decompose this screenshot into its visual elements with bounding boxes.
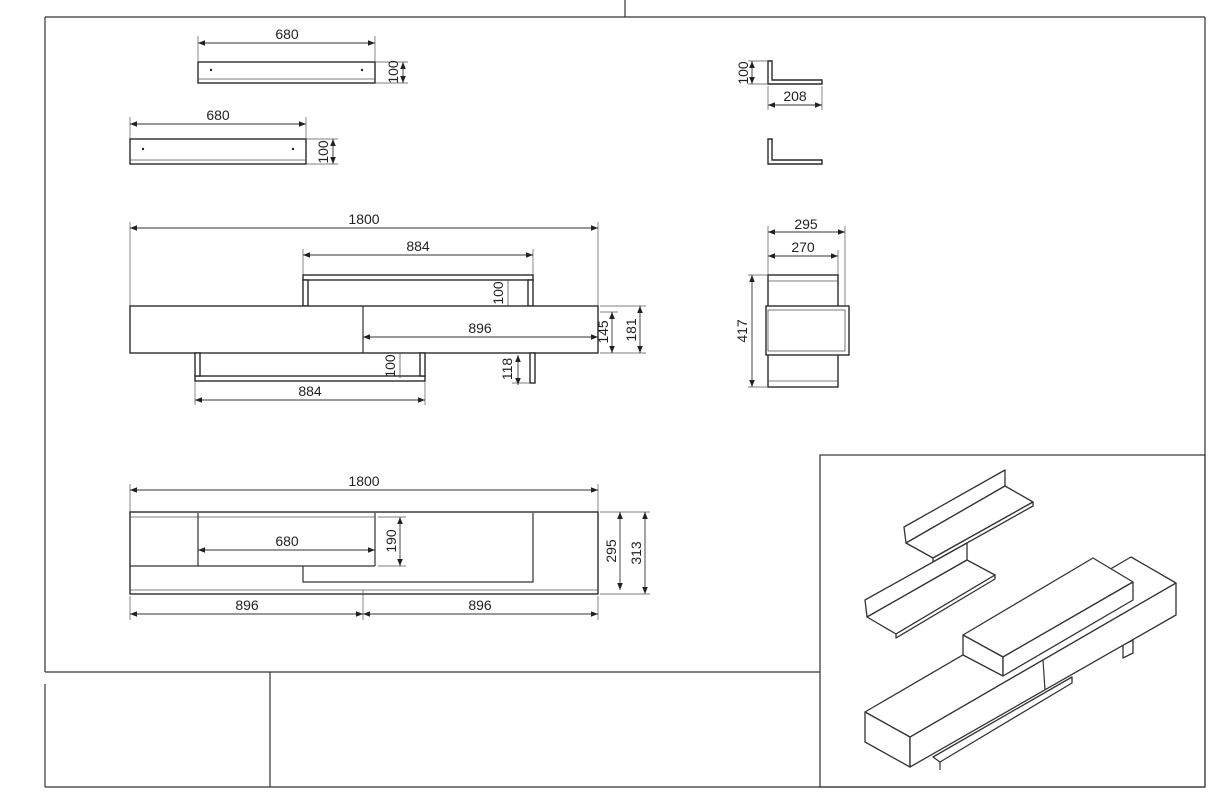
dim-top-overall-width: 1800	[348, 473, 379, 489]
shelf-side-view: 100 208	[735, 60, 823, 165]
dim-top-depth-outer: 313	[628, 541, 644, 565]
dim-leg-height: 118	[499, 358, 515, 381]
dim-side-total-height: 417	[734, 319, 750, 343]
iso-wall-shelf-lower	[864, 542, 996, 639]
dim-shelf-1-width: 680	[275, 26, 299, 42]
sheet-frame	[44, 0, 1206, 788]
iso-tv-unit	[864, 556, 1177, 770]
side-view: 295 270 417	[734, 216, 850, 388]
dim-shelf-side-height: 100	[735, 61, 751, 85]
dim-body-inner-height: 145	[595, 320, 611, 344]
dim-top-shelf-width: 680	[275, 533, 299, 549]
dim-side-depth-outer: 295	[794, 216, 818, 232]
dim-shelf-2-width: 680	[206, 107, 230, 123]
isometric-view	[864, 469, 1177, 770]
dim-upper-shelf-width: 884	[406, 238, 430, 254]
isometric-view-frame	[819, 454, 1206, 788]
dim-shelf-1-height: 100	[385, 60, 401, 84]
dim-left-module: 896	[235, 597, 259, 613]
dim-overall-width: 1800	[348, 211, 379, 227]
shelf-1-plan: 680 100	[197, 26, 408, 84]
dim-body-height: 181	[623, 318, 639, 342]
shelf-2-plan: 680 100	[129, 107, 338, 165]
dim-drawer-width: 896	[468, 320, 492, 336]
dim-lower-shelf-height: 100	[382, 354, 398, 378]
dim-lower-shelf-width: 884	[298, 383, 322, 399]
dim-shelf-2-height: 100	[315, 140, 331, 164]
top-view: 1800 680 190 295 313 896 896	[129, 473, 650, 620]
dim-right-module: 896	[468, 597, 492, 613]
dim-top-shelf-depth: 190	[383, 529, 399, 553]
dim-shelf-side-depth: 208	[783, 88, 807, 104]
iso-wall-shelf-upper	[903, 469, 1034, 563]
dim-upper-shelf-height: 100	[490, 281, 506, 305]
dim-top-depth-inner: 295	[603, 539, 619, 563]
front-view: 1800 884 100 896 145 181 100 118 884	[129, 211, 646, 405]
dim-side-depth-inner: 270	[791, 239, 815, 255]
